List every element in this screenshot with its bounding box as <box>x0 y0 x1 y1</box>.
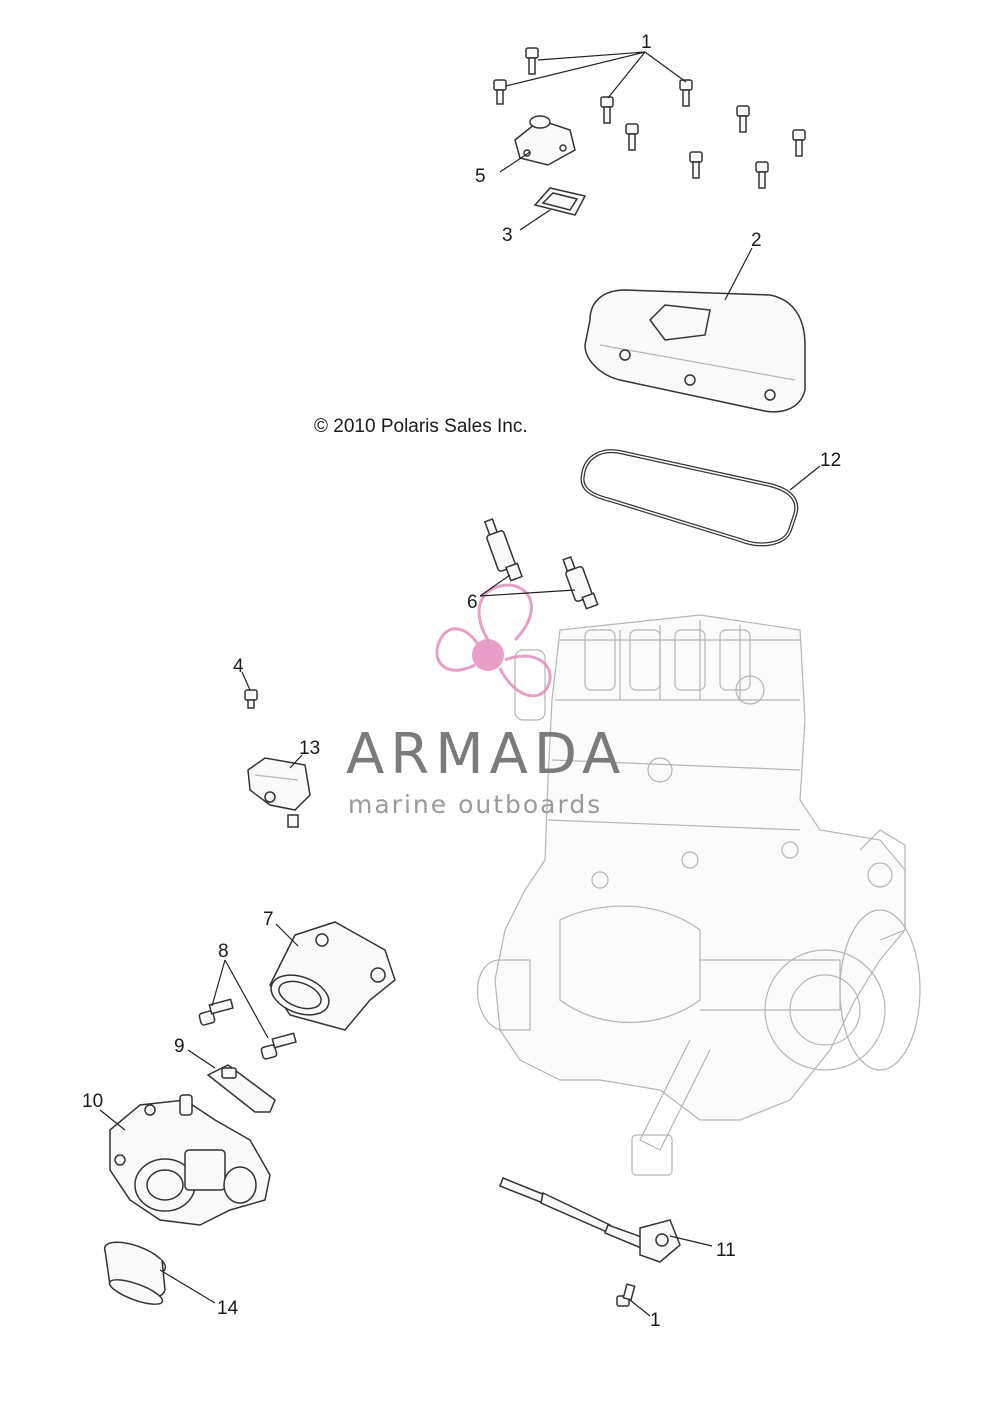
callout-13: 13 <box>299 738 320 759</box>
copyright-notice: © 2010 Polaris Sales Inc. <box>314 416 528 437</box>
callout-12: 12 <box>820 450 841 471</box>
bolt-icon <box>600 96 614 124</box>
bolt-icon <box>755 161 769 189</box>
callout-14: 14 <box>217 1298 239 1319</box>
intake-adapter <box>269 921 396 1031</box>
bolt-icon <box>525 47 539 75</box>
engine-block <box>476 614 921 1176</box>
callout-11: 11 <box>716 1240 736 1261</box>
bolt-icon <box>260 1032 297 1060</box>
map-sensor <box>247 757 311 828</box>
spark-plug-1 <box>483 518 523 582</box>
bolt-icon <box>679 79 693 107</box>
bolt-icon <box>736 105 750 133</box>
watermark-title: ARMADA <box>346 722 627 787</box>
callout-5: 5 <box>475 166 486 187</box>
bolt-icon <box>625 123 639 151</box>
callout-1-top: 1 <box>641 32 652 53</box>
callout-6: 6 <box>467 592 478 613</box>
callout-8: 8 <box>218 941 229 962</box>
watermark-subtitle: marine outboards <box>348 790 603 819</box>
callout-2: 2 <box>751 230 762 251</box>
bolt-icon <box>244 689 258 709</box>
valve-cover-gasket <box>580 449 799 547</box>
bolt-icon <box>616 1283 636 1307</box>
valve-cover <box>584 289 806 413</box>
bolt-icon <box>792 129 806 157</box>
intake-seal-ring <box>103 1241 167 1305</box>
hose-clamp <box>206 1064 276 1113</box>
bolt-icon <box>198 998 234 1026</box>
leader-lines <box>99 51 821 1317</box>
propeller-logo <box>435 583 552 698</box>
bolt-cluster-top <box>493 47 806 189</box>
callout-1-bottom: 1 <box>650 1310 661 1331</box>
bolt-icon <box>689 151 703 179</box>
breather-valve <box>514 115 576 166</box>
callout-3: 3 <box>502 225 513 246</box>
callout-4: 4 <box>233 656 244 677</box>
callout-7: 7 <box>263 909 274 930</box>
filter-element <box>533 187 587 216</box>
bolt-icon <box>493 79 507 105</box>
speed-sensor <box>499 1177 681 1263</box>
spark-plug-2 <box>562 556 599 610</box>
throttle-body <box>109 1094 271 1226</box>
callout-9: 9 <box>174 1036 185 1057</box>
callout-10: 10 <box>82 1091 103 1112</box>
